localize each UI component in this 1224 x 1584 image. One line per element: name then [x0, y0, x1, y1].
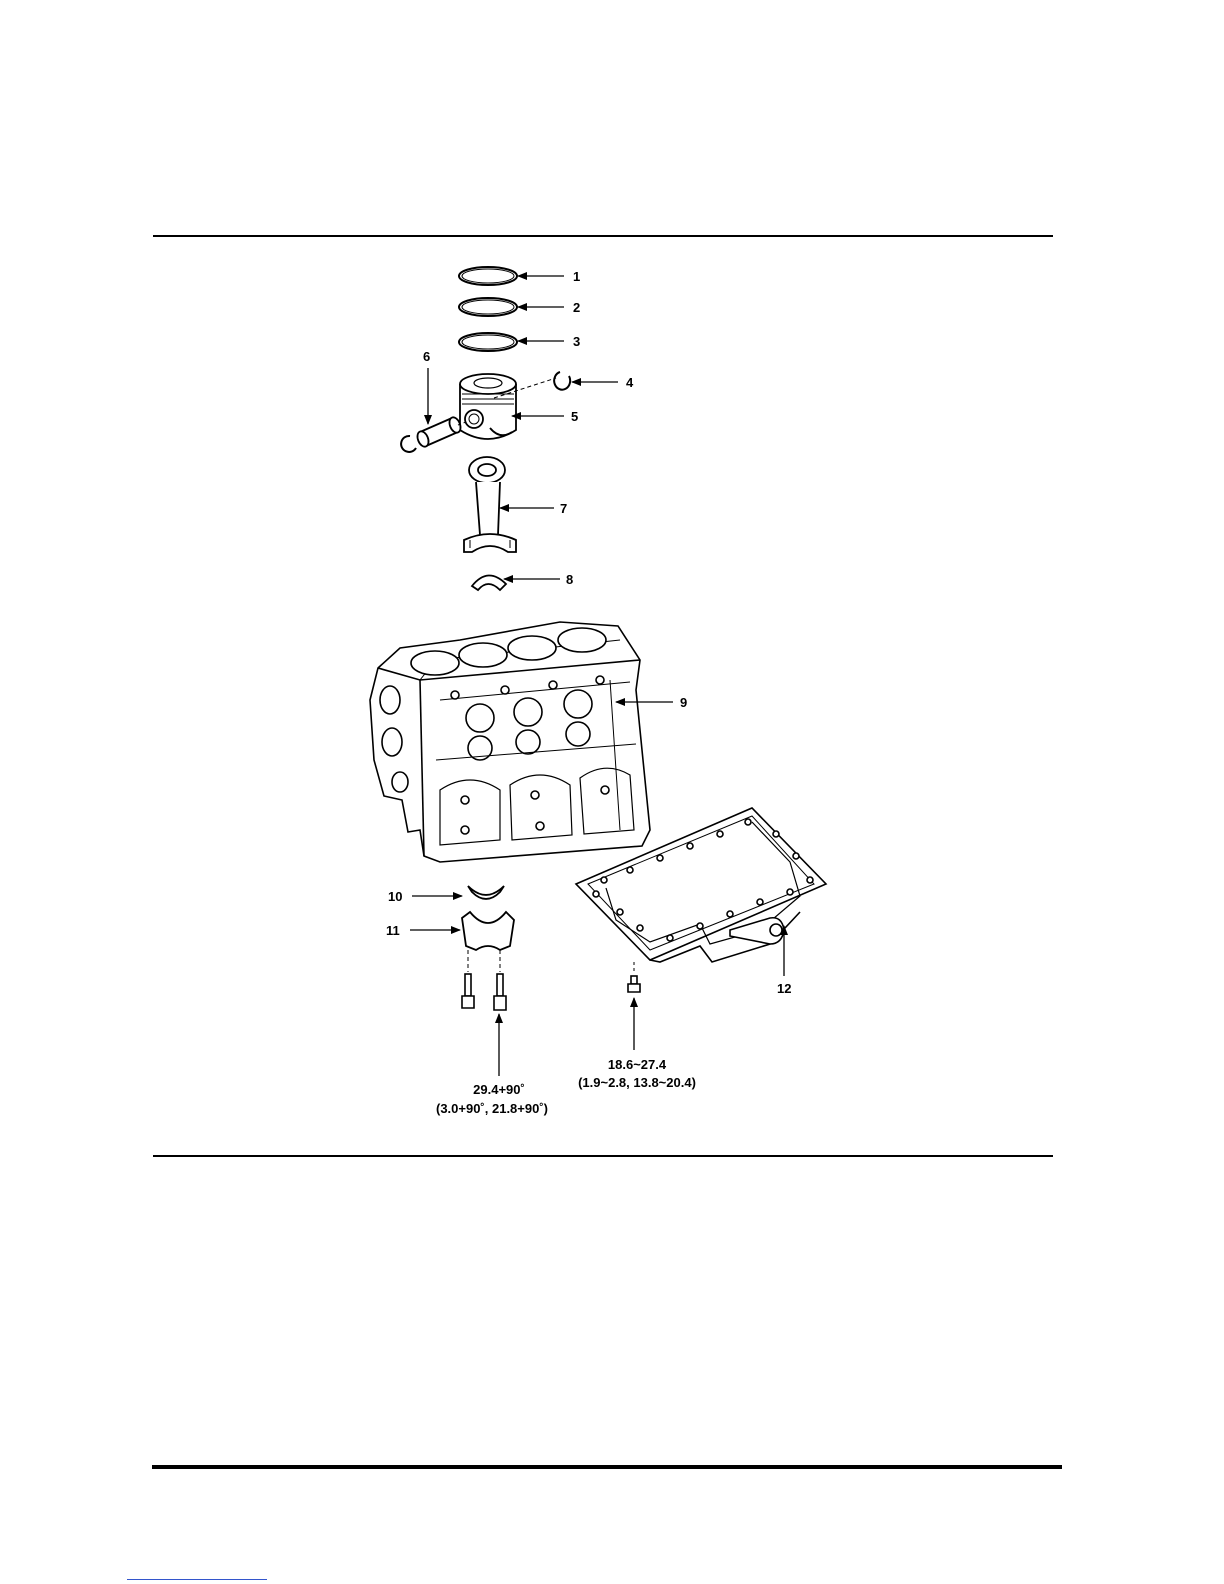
piston-pin: [415, 416, 466, 449]
oil-pan-torque-secondary: (1.9~2.8, 13.8~20.4): [578, 1075, 696, 1090]
bearing-cap: [462, 912, 514, 972]
callout-12: 12: [777, 981, 791, 996]
connecting-rod: [464, 457, 516, 552]
callout-1: 1: [573, 269, 580, 284]
cylinder-block: [370, 622, 650, 862]
snap-ring-left: [401, 436, 416, 452]
callout-9: 9: [680, 695, 687, 710]
bearing-cap-torque-secondary: (3.0+90˚, 21.8+90˚): [436, 1101, 548, 1116]
piston: [460, 374, 556, 439]
callout-6: 6: [423, 349, 430, 364]
snap-ring-right: [554, 372, 570, 390]
bearing-cap-torque-primary: 29.4+90˚: [473, 1082, 525, 1097]
bearing-cap-bolt-left: [462, 974, 474, 1008]
callout-10: 10: [388, 889, 402, 904]
bearing-cap-bolt-right: [494, 974, 506, 1010]
callout-4: 4: [626, 375, 634, 390]
oil-pan-bolt: [628, 962, 640, 992]
callout-5: 5: [571, 409, 578, 424]
callout-3: 3: [573, 334, 580, 349]
piston-ring-2: [459, 298, 517, 316]
callout-8: 8: [566, 572, 573, 587]
callout-11: 11: [386, 923, 400, 938]
piston-ring-3: [459, 333, 517, 351]
callout-2: 2: [573, 300, 580, 315]
callout-7: 7: [560, 501, 567, 516]
rod-bearing-upper: [472, 575, 506, 590]
main-bearing-lower: [468, 886, 504, 899]
oil-pan-torque-primary: 18.6~27.4: [608, 1057, 667, 1072]
piston-ring-1: [459, 267, 517, 285]
